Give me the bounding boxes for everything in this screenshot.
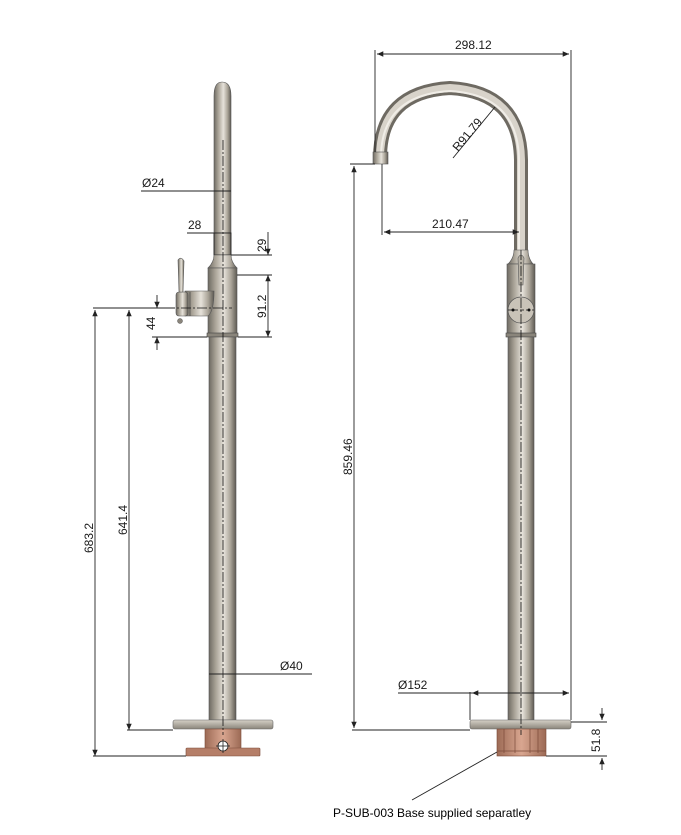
lever-handle: [177, 257, 185, 293]
side-dimensions: Ø24 28 29 91.2 44 641.4 683.2 Ø40: [82, 176, 312, 757]
lever-cap: [175, 291, 189, 317]
dim-spout-reach: 210.47: [432, 217, 469, 231]
dim-spout-height: 859.46: [341, 438, 355, 475]
base-note: P-SUB-003 Base supplied separatley: [333, 806, 531, 820]
tap-column: [208, 336, 237, 721]
dim-bend-radius: R91.79: [450, 115, 486, 154]
spout-outlet: [372, 151, 389, 165]
dim-lever-to-ring: 91.2: [255, 294, 269, 318]
dim-overall-handle-height: 683.2: [82, 523, 96, 553]
dim-body-diameter: Ø40: [280, 659, 303, 673]
dim-collar-height: 29: [255, 238, 269, 252]
dim-base-height: 51.8: [589, 728, 603, 752]
collar: [213, 232, 232, 256]
dim-collar-width: 28: [188, 218, 202, 232]
front-view: [372, 80, 572, 757]
dim-handle-height: 44: [144, 316, 158, 330]
dim-base-diameter: Ø152: [398, 678, 428, 692]
dim-spout-diameter: Ø24: [142, 176, 165, 190]
side-view: [165, 81, 274, 757]
spout-stem: [213, 81, 232, 234]
dim-outlet-height: 641.4: [116, 505, 130, 535]
front-flange: [469, 719, 572, 730]
dim-overall-reach: 298.12: [455, 38, 492, 52]
